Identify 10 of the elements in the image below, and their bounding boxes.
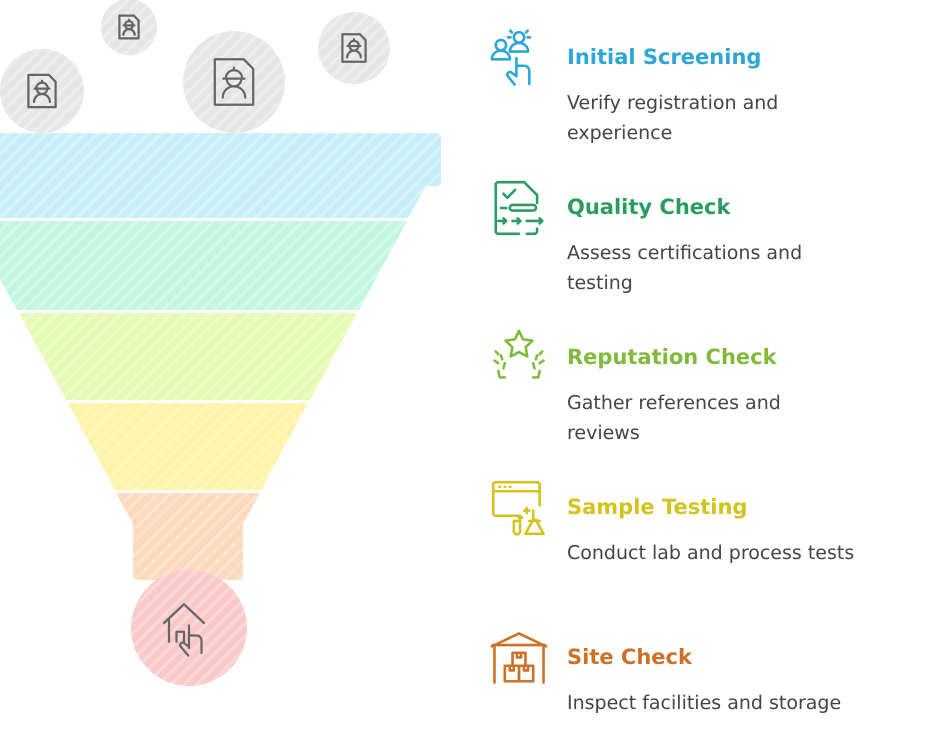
step-description: Assess certifications and testing	[567, 241, 804, 296]
step-description: Inspect facilities and storage	[567, 691, 842, 716]
step-title: Reputation Check	[567, 344, 777, 371]
step-title: Initial Screening	[567, 44, 762, 71]
step-description: Conduct lab and process tests	[567, 541, 856, 566]
step-description: Verify registration and experience	[567, 91, 780, 146]
step-title: Sample Testing	[567, 494, 748, 521]
step-title: Quality Check	[567, 194, 730, 221]
step-description: Gather references and reviews	[567, 391, 782, 446]
step-title: Site Check	[567, 644, 692, 671]
